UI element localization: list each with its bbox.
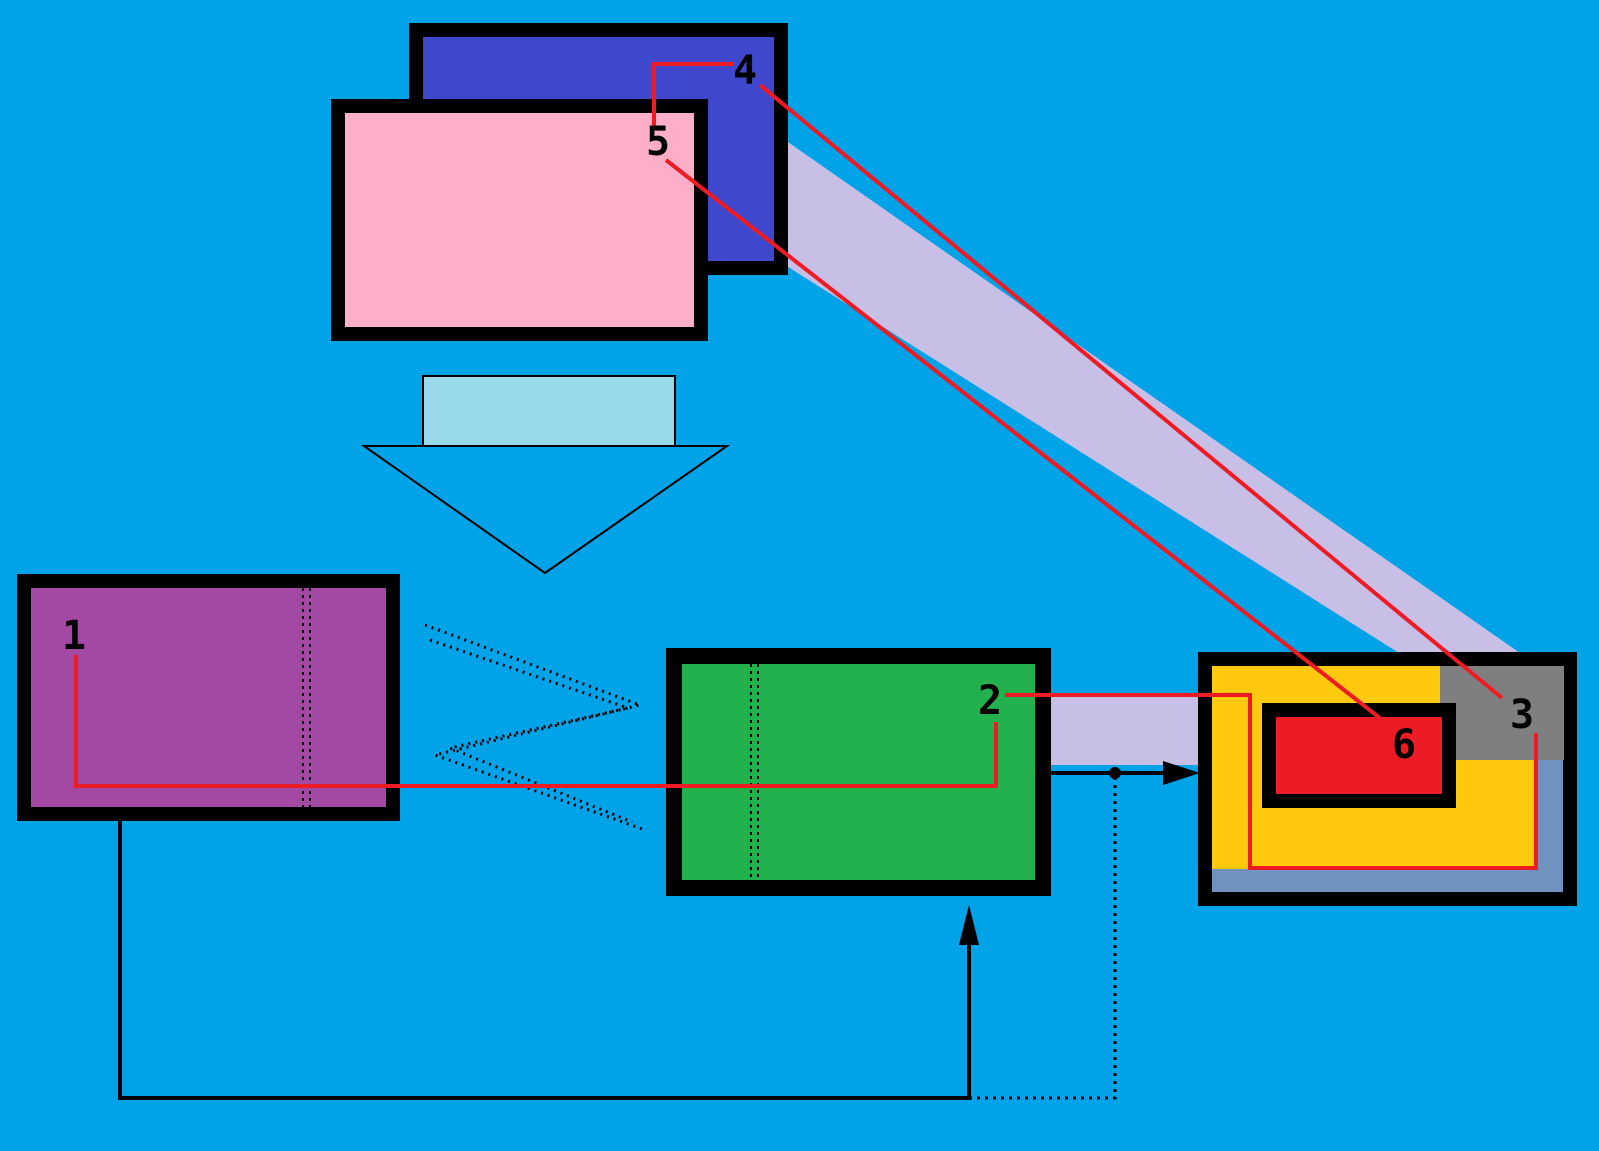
label-2: 2 <box>978 678 1002 724</box>
label-5: 5 <box>646 119 670 165</box>
center-to-right-arrowhead <box>1163 761 1200 785</box>
left-box-dotted-divider <box>302 588 311 808</box>
feedback-line <box>118 814 971 1100</box>
label-1: 1 <box>62 613 86 659</box>
red-path-1-to-2 <box>74 655 998 788</box>
right-box-inner-red[interactable] <box>1262 703 1456 808</box>
label-3: 3 <box>1510 692 1534 738</box>
front-panel[interactable] <box>331 99 708 341</box>
label-6: 6 <box>1392 722 1416 768</box>
feedback-arrowhead <box>959 905 979 945</box>
junction-dot <box>1109 767 1121 779</box>
lens-block <box>422 375 676 447</box>
red-path-2-to-3 <box>1005 693 1538 870</box>
dotted-feedback-line <box>969 775 1117 1100</box>
beam-top-to-right-box <box>785 140 1530 660</box>
red-path-5-to-4 <box>652 62 734 128</box>
left-box[interactable] <box>17 574 400 821</box>
label-4: 4 <box>733 48 757 94</box>
beam-center-to-right-box <box>1048 695 1198 765</box>
red-path-5-to-6 <box>664 158 1387 724</box>
right-box-gray-area <box>1440 666 1564 760</box>
center-box-dotted-divider <box>750 664 759 880</box>
projection-triangle <box>360 445 731 575</box>
red-paths <box>74 62 1538 870</box>
center-box[interactable] <box>666 648 1051 896</box>
red-path-4-to-3 <box>758 83 1504 700</box>
